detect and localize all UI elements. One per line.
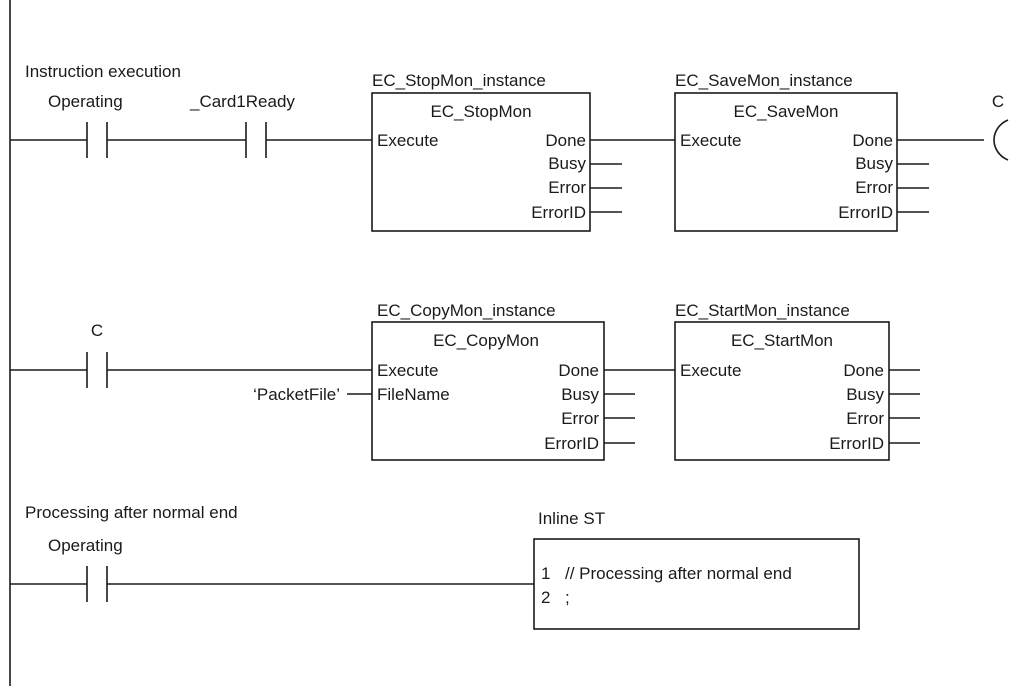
rung1-fb2-output-errorid: ErrorID — [838, 203, 893, 222]
rung2-fb2-output-busy: Busy — [846, 385, 884, 404]
rung3-contact-label: Operating — [48, 536, 123, 555]
rung2-fb1-output-error: Error — [561, 409, 599, 428]
rung1-fb2-output-done: Done — [852, 131, 893, 150]
rung2-fb1-output-errorid: ErrorID — [544, 434, 599, 453]
rung2-filename-constant: ‘PacketFile’ — [253, 385, 340, 404]
rung3-code-line1-text: // Processing after normal end — [565, 564, 792, 583]
rung3-inline-st-title: Inline ST — [538, 509, 605, 528]
rung1-fb1-box — [371, 92, 591, 232]
rung1-fb1-output-busy: Busy — [548, 154, 586, 173]
rung2-fb1-input-filename: FileName — [377, 385, 450, 404]
rung2-fb1-box — [371, 321, 605, 461]
rung2-fb1-output-done: Done — [558, 361, 599, 380]
rung1-fb2-output-error: Error — [855, 178, 893, 197]
rung2-fb1-input-execute: Execute — [377, 361, 438, 380]
rung2-fb1-instance: EC_CopyMon_instance — [377, 301, 556, 320]
rung2-fb2-input-execute: Execute — [680, 361, 741, 380]
rung2-contact-label: C — [91, 321, 103, 340]
rung1-fb2-instance: EC_SaveMon_instance — [675, 71, 853, 90]
rung1-contact2-label: _Card1Ready — [189, 92, 295, 111]
rung1-fb1-output-error: Error — [548, 178, 586, 197]
rung2-fb2-type: EC_StartMon — [731, 331, 833, 350]
rung3-comment: Processing after normal end — [25, 503, 238, 522]
rung3-code-line1-num: 1 — [541, 564, 550, 583]
rung3-code-line2-text: ; — [565, 588, 570, 607]
rung1-comment: Instruction execution — [25, 62, 181, 81]
rung1-contact1-label: Operating — [48, 92, 123, 111]
rung2-fb2-output-done: Done — [843, 361, 884, 380]
rung1-fb1-input-execute: Execute — [377, 131, 438, 150]
rung1-fb2-output-busy: Busy — [855, 154, 893, 173]
rung1-fb2-type: EC_SaveMon — [734, 102, 839, 121]
rung3-code-line2-num: 2 — [541, 588, 550, 607]
rung1-fb1-output-done: Done — [545, 131, 586, 150]
rung2-fb2-box — [674, 321, 890, 461]
rung1-fb1-type: EC_StopMon — [430, 102, 531, 121]
rung2-fb2-instance: EC_StartMon_instance — [675, 301, 850, 320]
rung3-inline-st-box — [533, 538, 860, 630]
rung1-fb2-box — [674, 92, 898, 232]
rung1-fb1-instance: EC_StopMon_instance — [372, 71, 546, 90]
rung1-fb2-input-execute: Execute — [680, 131, 741, 150]
rung1-coil-left-arc — [993, 119, 1009, 161]
rung1-fb1-output-errorid: ErrorID — [531, 203, 586, 222]
rung2-fb2-output-error: Error — [846, 409, 884, 428]
rung1-coil-label: C — [992, 92, 1004, 111]
rung2-fb2-output-errorid: ErrorID — [829, 434, 884, 453]
rung2-fb1-type: EC_CopyMon — [433, 331, 539, 350]
rung2-fb1-output-busy: Busy — [561, 385, 599, 404]
